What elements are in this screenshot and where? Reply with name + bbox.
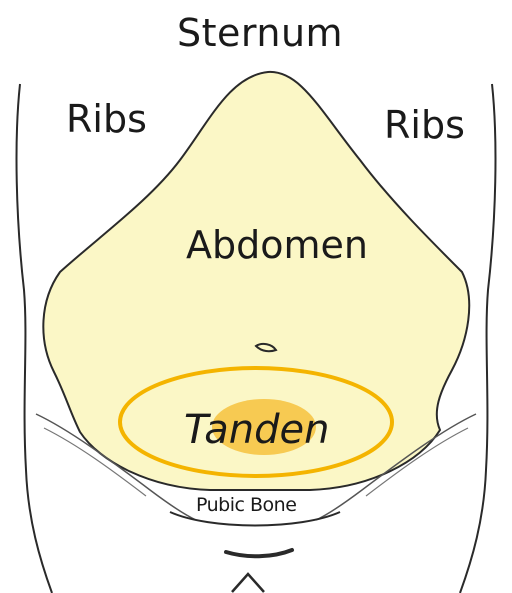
label-abdomen: Abdomen	[186, 226, 368, 264]
bottom-chevron	[232, 574, 264, 592]
label-ribs-left: Ribs	[66, 100, 147, 138]
label-pubic-bone: Pubic Bone	[196, 496, 296, 515]
label-ribs-right: Ribs	[384, 106, 465, 144]
label-tanden: Tanden	[184, 410, 329, 450]
label-sternum: Sternum	[177, 14, 343, 52]
groin-line	[226, 550, 292, 556]
